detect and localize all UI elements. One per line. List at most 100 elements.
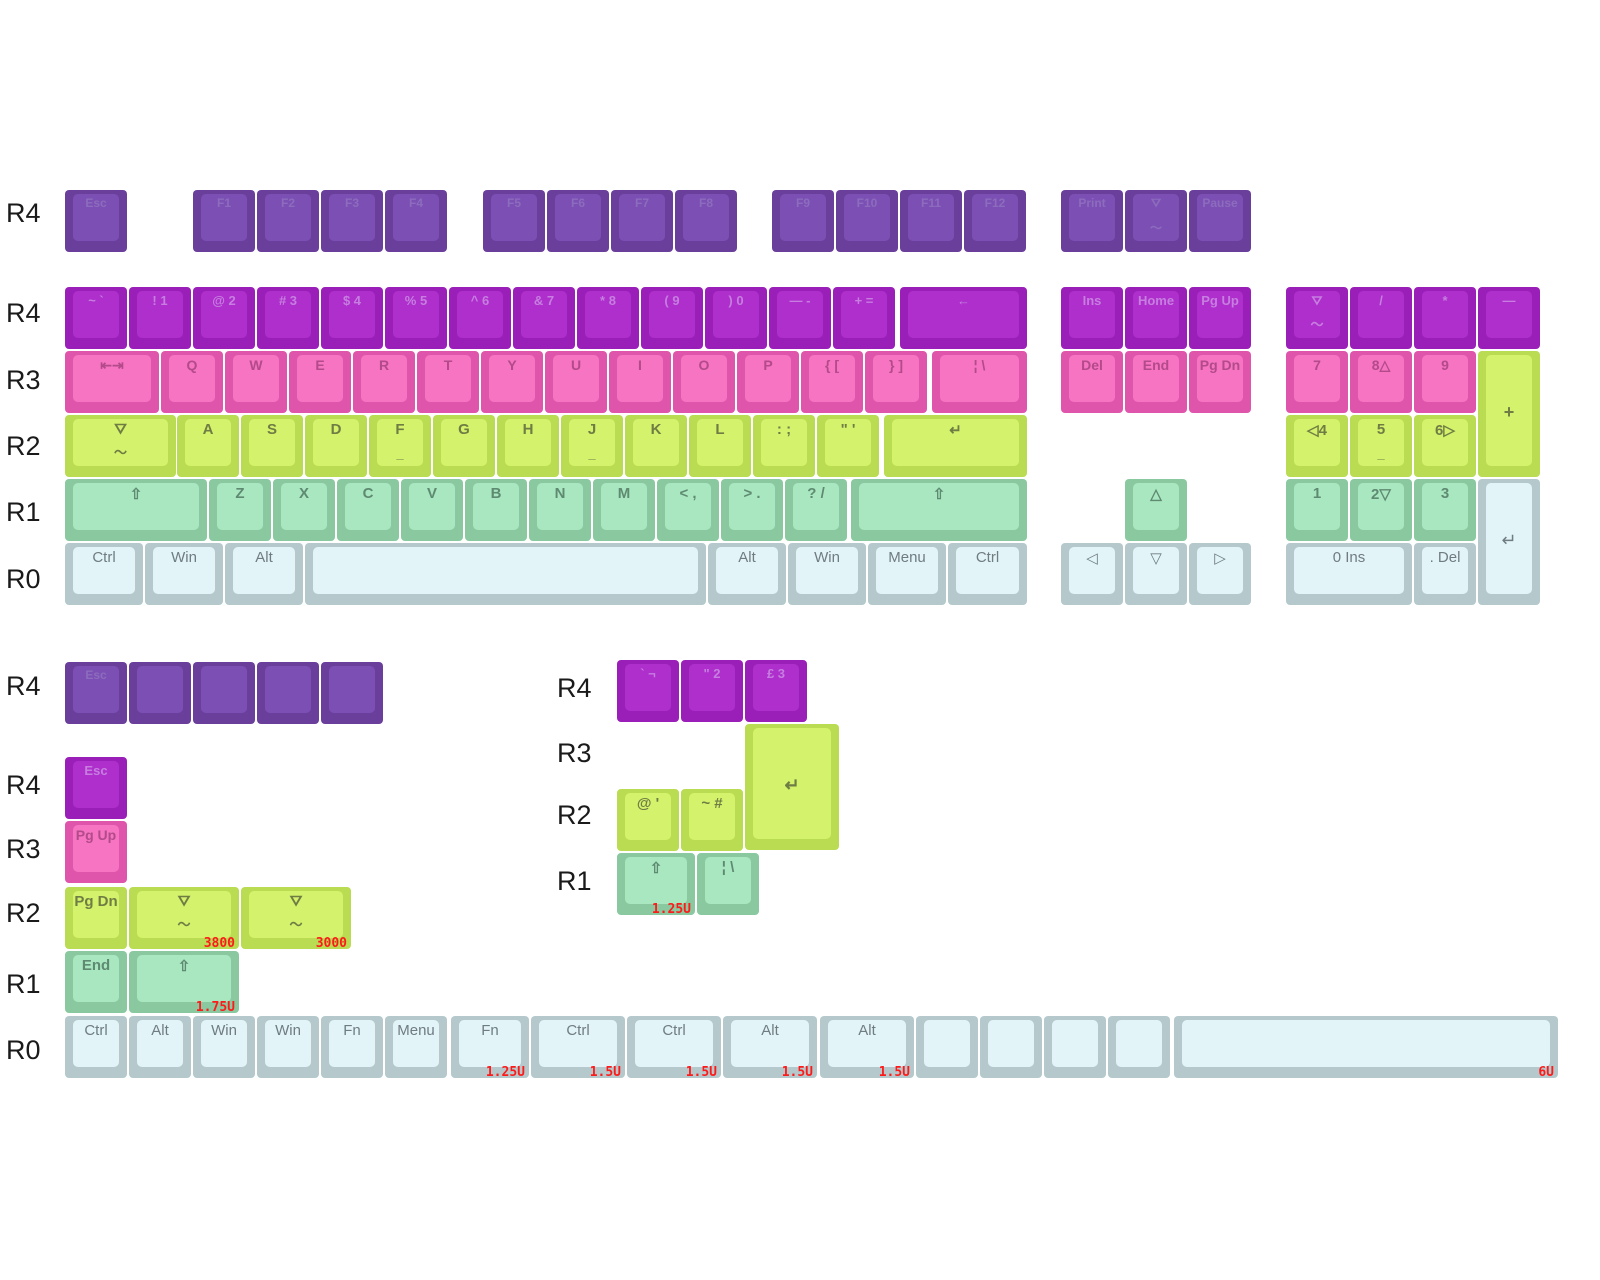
keycap-top-surface — [297, 355, 343, 402]
keycap-top-surface — [73, 194, 119, 241]
keycap-legend: ~ # — [701, 795, 723, 812]
keycap-top-surface — [1182, 1020, 1550, 1067]
keycap-top-surface — [73, 291, 119, 338]
keycap-kp-div: / — [1350, 287, 1412, 349]
keycap-top-surface — [537, 483, 583, 530]
keycap-legend: " 2 — [703, 666, 721, 681]
keycap-top-surface — [1486, 483, 1532, 594]
keycap-top-surface — [873, 355, 919, 402]
row-label-main-r2: R2 — [6, 431, 41, 461]
keycap-top-surface — [137, 1020, 183, 1067]
keycap-kp-add: + — [1478, 351, 1540, 477]
keycap-top-surface — [459, 1020, 521, 1067]
keycap-pgup: Pg Up — [1189, 287, 1251, 349]
keycap-legend: Ctrl — [92, 549, 116, 566]
keycap-legend: F2 — [280, 196, 295, 210]
keycap-pause: Pause — [1189, 190, 1251, 252]
keycap-legend: T — [443, 357, 453, 373]
keycap-top-surface — [329, 194, 375, 241]
row-label-iso-r3: R3 — [557, 738, 592, 768]
keycap-kp4: ◁4 — [1286, 415, 1348, 477]
keycap-f9: F9 — [772, 190, 834, 252]
keycap-top-surface — [729, 483, 775, 530]
keycap-legend: # 3 — [278, 293, 298, 308]
row-label-main-r0: R0 — [6, 564, 41, 594]
keycap-legend: △ — [1150, 486, 1162, 503]
keycap-legend: ← — [957, 293, 970, 308]
keycap-legend: } ] — [889, 357, 903, 373]
keycap-top-surface — [265, 194, 311, 241]
keycap-top-surface — [73, 483, 199, 530]
keycap-legend: K — [650, 421, 662, 438]
keycap-legend: I — [638, 357, 642, 373]
keycap-o: O — [673, 351, 735, 413]
keycap-enter: ↵ — [884, 415, 1027, 477]
keycap-legend: 1 — [1312, 485, 1322, 502]
keycap-legend: ( 9 — [664, 293, 680, 308]
keycap-top-surface — [233, 547, 295, 594]
keycap-legend: ⇧ — [649, 860, 663, 877]
keycap-legend: 7 — [1313, 357, 1321, 373]
keycap-legend: Esc — [85, 196, 107, 210]
keycap-top-surface — [972, 194, 1018, 241]
keycap-menu: Menu — [868, 543, 946, 605]
keycap-legend: A — [202, 421, 214, 438]
keycap-top-surface — [555, 194, 601, 241]
keycap-top-surface — [201, 1020, 247, 1067]
keycap-x-shift: ⇧1.75U — [129, 951, 239, 1015]
keycap-legend: & 7 — [533, 293, 555, 308]
keycap-legend: / — [1379, 293, 1383, 308]
keycap-top-surface — [393, 194, 439, 241]
keycap-top-surface — [825, 419, 871, 466]
keycap-legend: Win — [814, 549, 840, 566]
keycap-legend: Pause — [1202, 196, 1238, 210]
keycap-iso-m2: " 2 — [681, 660, 743, 722]
keycap-top-surface — [988, 1020, 1034, 1067]
keycap-del: Del — [1061, 351, 1123, 413]
row-label-main-r4-num: R4 — [6, 298, 41, 328]
keycap-legend: ⇧ — [932, 486, 946, 503]
keycap-legend: £ 3 — [766, 666, 786, 681]
keycap-legend: 9 — [1441, 357, 1449, 373]
keycap-n5: % 5 — [385, 287, 447, 349]
keycap-esc: Esc — [65, 190, 127, 252]
keycap-legend: End — [81, 957, 111, 974]
keycap-print: Print — [1061, 190, 1123, 252]
keycap-legend: Ctrl — [975, 549, 1000, 566]
keycap-top-surface — [908, 291, 1019, 338]
keycap-legend: : ; — [776, 421, 792, 438]
keycap-n6: ^ 6 — [449, 287, 511, 349]
keycap-top-surface — [329, 666, 375, 713]
row-label-iso-r2: R2 — [557, 800, 592, 830]
keycap-x-caps1: ⛛〜3800 — [129, 887, 239, 951]
keycap-top-surface — [73, 955, 119, 1002]
keycap-legend: Menu — [397, 1022, 435, 1039]
keycap-size-label: 1.75U — [195, 1000, 235, 1015]
keycap-legend: < , — [679, 485, 697, 502]
keycap-g: G — [433, 415, 495, 477]
keycap-q: Q — [161, 351, 223, 413]
keycap-n0: ) 0 — [705, 287, 767, 349]
keycap-top-surface — [217, 483, 263, 530]
keycap-legend: ⛛ — [1311, 293, 1323, 308]
keycap-top-surface — [859, 483, 1019, 530]
keycap-grave: ~ ` — [65, 287, 127, 349]
keycap-kp3: 3 — [1414, 479, 1476, 541]
keycap-x-pgdn: Pg Dn — [65, 887, 127, 949]
keycap-legend: 3 — [1440, 485, 1450, 502]
keycap-legend: F7 — [634, 196, 649, 210]
keycap-top-surface — [713, 291, 759, 338]
keycap-x-fn: Fn — [321, 1016, 383, 1078]
keycap-legend: ¦ \ — [973, 357, 986, 373]
keycap-legend: " ' — [840, 421, 856, 438]
keycap-f4: F4 — [385, 190, 447, 252]
keycap-top-surface — [876, 547, 938, 594]
keycap-rwin: Win — [788, 543, 866, 605]
keycap-top-surface — [73, 825, 119, 872]
keycap-v: V — [401, 479, 463, 541]
keycap-kp-mul: * — [1414, 287, 1476, 349]
keycap-x: X — [273, 479, 335, 541]
keycap-legend: 6▷ — [1435, 422, 1455, 439]
keycap-legend: ^ 6 — [470, 293, 490, 308]
